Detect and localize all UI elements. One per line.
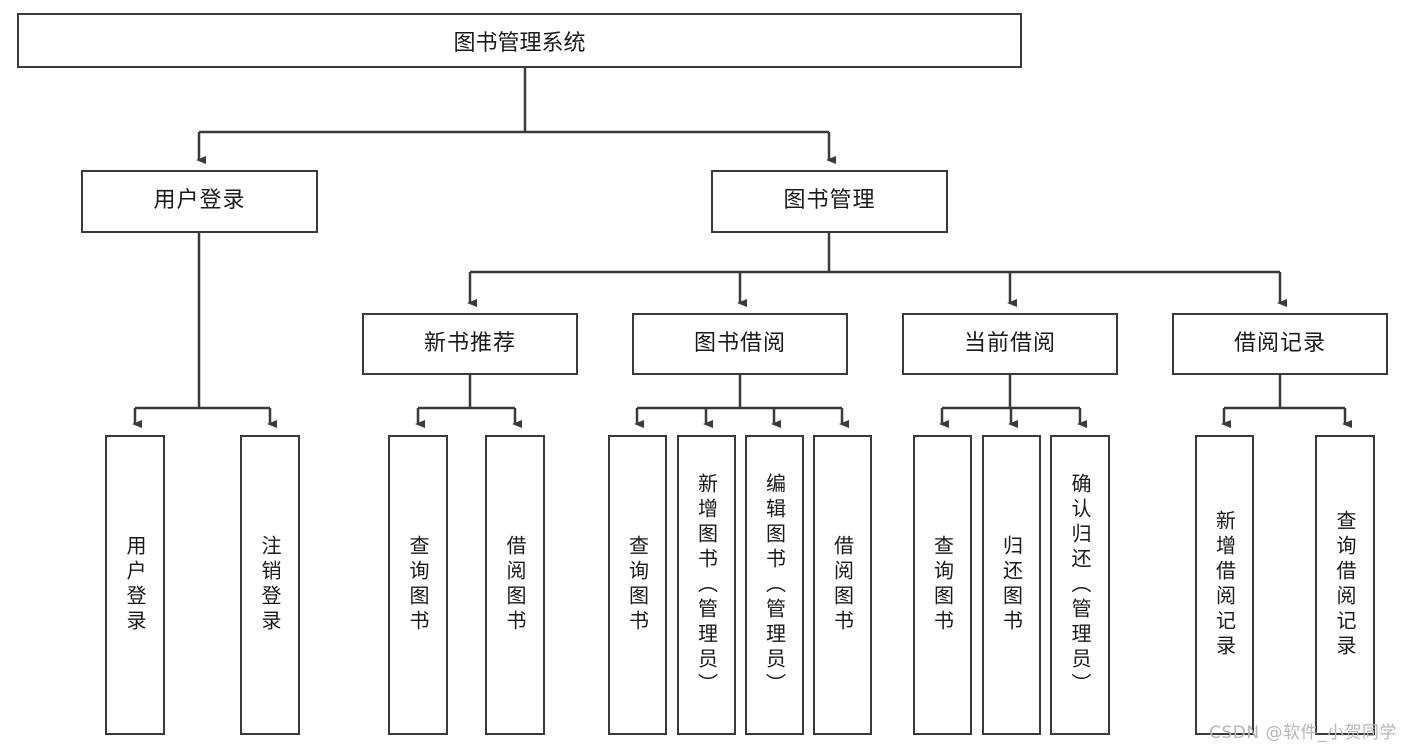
leaf-current-return-book[interactable]: 归还图书	[982, 435, 1041, 735]
leaf-recommend-borrow-book[interactable]: 借阅图书	[485, 435, 545, 735]
node-new-book-recommend[interactable]: 新书推荐	[362, 313, 578, 375]
leaf-record-query-record[interactable]: 查询借阅记录	[1315, 435, 1375, 735]
node-label: 新增图书（管理员）	[694, 472, 719, 698]
node-label: 用户登录	[123, 535, 147, 635]
leaf-borrow-edit-book-admin[interactable]: 编辑图书（管理员）	[745, 435, 804, 735]
node-label: 图书管理	[783, 188, 876, 214]
node-label: 编辑图书（管理员）	[762, 472, 787, 698]
node-label: 新增借阅记录	[1212, 510, 1237, 660]
node-current-borrow[interactable]: 当前借阅	[902, 313, 1118, 375]
node-label: 查询图书	[930, 535, 955, 635]
leaf-current-query-book[interactable]: 查询图书	[913, 435, 972, 735]
node-label: 查询图书	[406, 535, 430, 635]
node-label: 图书借阅	[693, 330, 786, 356]
leaf-borrow-query-book[interactable]: 查询图书	[608, 435, 667, 735]
leaf-record-add-record[interactable]: 新增借阅记录	[1195, 435, 1254, 735]
leaf-user-login-signin[interactable]: 用户登录	[105, 435, 165, 735]
watermark-text: CSDN @软件_小贺同学	[1209, 723, 1397, 743]
leaf-borrow-borrow-book[interactable]: 借阅图书	[813, 435, 872, 735]
node-label: 图书管理系统	[453, 30, 586, 56]
node-borrow-record[interactable]: 借阅记录	[1172, 313, 1388, 375]
leaf-borrow-add-book-admin[interactable]: 新增图书（管理员）	[677, 435, 736, 735]
node-label: 查询借阅记录	[1333, 510, 1357, 660]
node-label: 借阅记录	[1233, 330, 1326, 356]
node-book-borrow[interactable]: 图书借阅	[632, 313, 848, 375]
node-label: 用户登录	[153, 188, 246, 214]
node-label: 查询图书	[625, 535, 650, 635]
node-label: 归还图书	[999, 535, 1024, 635]
leaf-current-confirm-return-admin[interactable]: 确认归还（管理员）	[1050, 435, 1110, 735]
node-label: 借阅图书	[503, 535, 527, 635]
node-book-management[interactable]: 图书管理	[711, 170, 948, 233]
node-label: 新书推荐	[423, 330, 516, 356]
node-label: 当前借阅	[963, 330, 1056, 356]
leaf-recommend-query-book[interactable]: 查询图书	[388, 435, 448, 735]
node-user-login[interactable]: 用户登录	[81, 170, 318, 233]
node-label: 注销登录	[258, 535, 282, 635]
node-root-system[interactable]: 图书管理系统	[17, 13, 1022, 68]
node-label: 借阅图书	[830, 535, 855, 635]
node-label: 确认归还（管理员）	[1068, 472, 1092, 698]
leaf-user-login-logout[interactable]: 注销登录	[240, 435, 300, 735]
